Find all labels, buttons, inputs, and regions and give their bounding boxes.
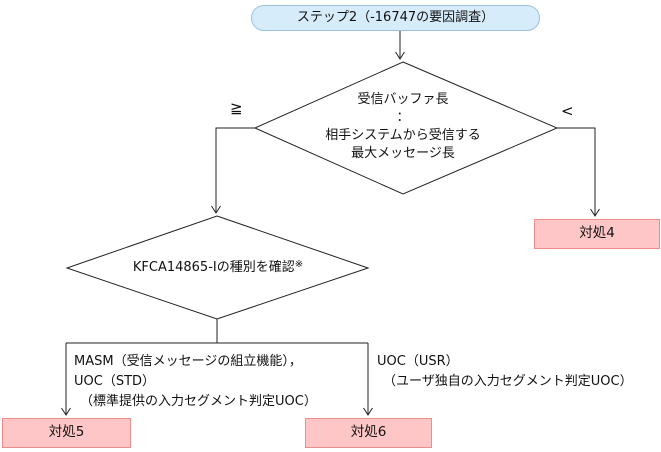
decision1-line4: 最大メッセージ長 (351, 146, 455, 161)
branch-left-line1: MASM（受信メッセージの組立機能）， (74, 354, 302, 369)
branch-right-line1: UOC（USR） (377, 354, 459, 369)
decision2-label: KFCA14865-Iの種別を確認 (132, 260, 295, 275)
start-node-label: ステップ2（-16747の要因調査） (296, 10, 495, 25)
branch-label-left: MASM（受信メッセージの組立機能）， UOC（STD） （標準提供の入力セグメ… (74, 352, 317, 412)
connector-decision1-lt-to-action4 (557, 127, 600, 217)
decision2-text: KFCA14865-Iの種別を確認※ (67, 259, 369, 278)
branch-right-line2: （ユーザ独自の入力セグメント判定UOC） (383, 374, 633, 389)
connector-decision1-ge-to-decision2 (211, 127, 255, 214)
decision1-line3: 相手システムから受信する (325, 128, 481, 143)
decision2-note-mark: ※ (294, 259, 304, 270)
start-node: ステップ2（-16747の要因調査） (251, 5, 540, 31)
branch-operator-lt: < (561, 102, 574, 120)
branch-label-right: UOC（USR） （ユーザ独自の入力セグメント判定UOC） (377, 352, 633, 392)
branch-left-line3: （標準提供の入力セグメント判定UOC） (80, 394, 317, 409)
action-node-6: 対処6 (305, 418, 432, 448)
decision1-diamond (253, 61, 559, 195)
branch-operator-ge: ≧ (230, 99, 243, 117)
branch-left-line2: UOC（STD） (74, 374, 156, 389)
decision1-line1: 受信バッファ長 (357, 92, 449, 107)
action-node-5: 対処5 (2, 418, 131, 448)
action-node-4: 対処4 (534, 219, 660, 249)
decision1-text: 受信バッファ長 ： 相手システムから受信する 最大メッセージ長 (278, 91, 528, 163)
decision2-diamond (65, 215, 370, 320)
decision1-line2: ： (396, 110, 410, 125)
